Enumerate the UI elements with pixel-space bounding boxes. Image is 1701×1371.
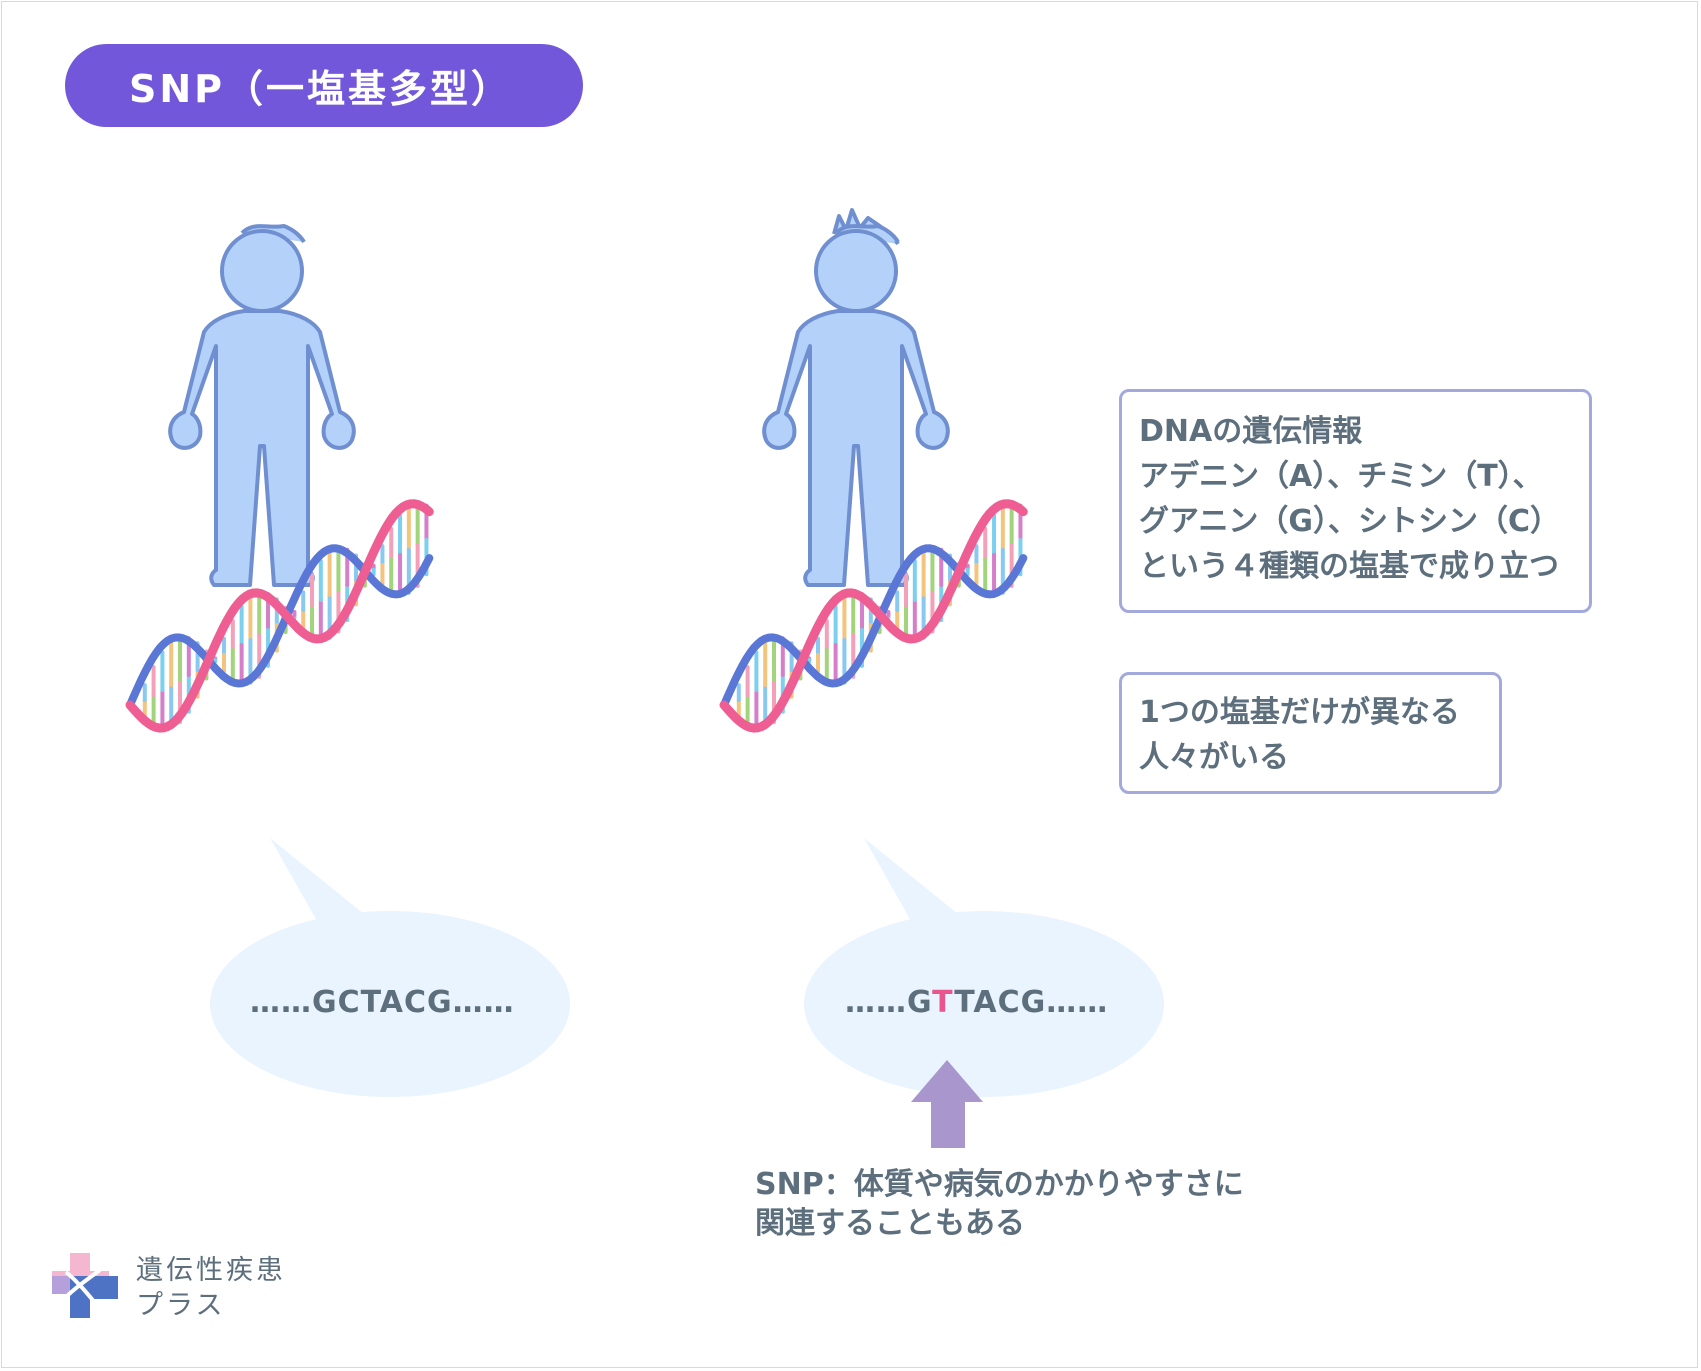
speech-bubble xyxy=(804,838,1164,1097)
snp-highlight-base: T xyxy=(932,985,955,1020)
person-icon xyxy=(168,224,356,587)
dna-sequence: ……GCTACG…… xyxy=(250,985,515,1020)
dna-helix-icon xyxy=(125,499,434,733)
dna-strand xyxy=(720,544,1028,709)
dna-strand xyxy=(126,544,434,709)
dna-strand xyxy=(719,499,1028,733)
dna-helix-icon xyxy=(719,499,1028,733)
page-title: SNP（一塩基多型） xyxy=(65,44,583,127)
up-arrow-icon xyxy=(911,1060,983,1148)
person-icon xyxy=(762,208,950,587)
speech-bubble xyxy=(210,838,570,1097)
snp-caption: SNP：体質や病気のかかりやすさに 関連することもある xyxy=(755,1167,1244,1241)
logo-cross-icon xyxy=(52,1253,118,1318)
dna-strand xyxy=(125,499,434,733)
logo-text: 遺伝性疾患 プラス xyxy=(136,1255,286,1321)
info-box-dna-bases: DNAの遺伝情報 アデニン（A）、チミン（T）、 グアニン（G）、シトシン（C）… xyxy=(1119,389,1592,613)
dna-sequence-variant: ……GTTACG…… xyxy=(845,985,1109,1020)
info-box-single-base: 1つの塩基だけが異なる 人々がいる xyxy=(1119,672,1502,794)
